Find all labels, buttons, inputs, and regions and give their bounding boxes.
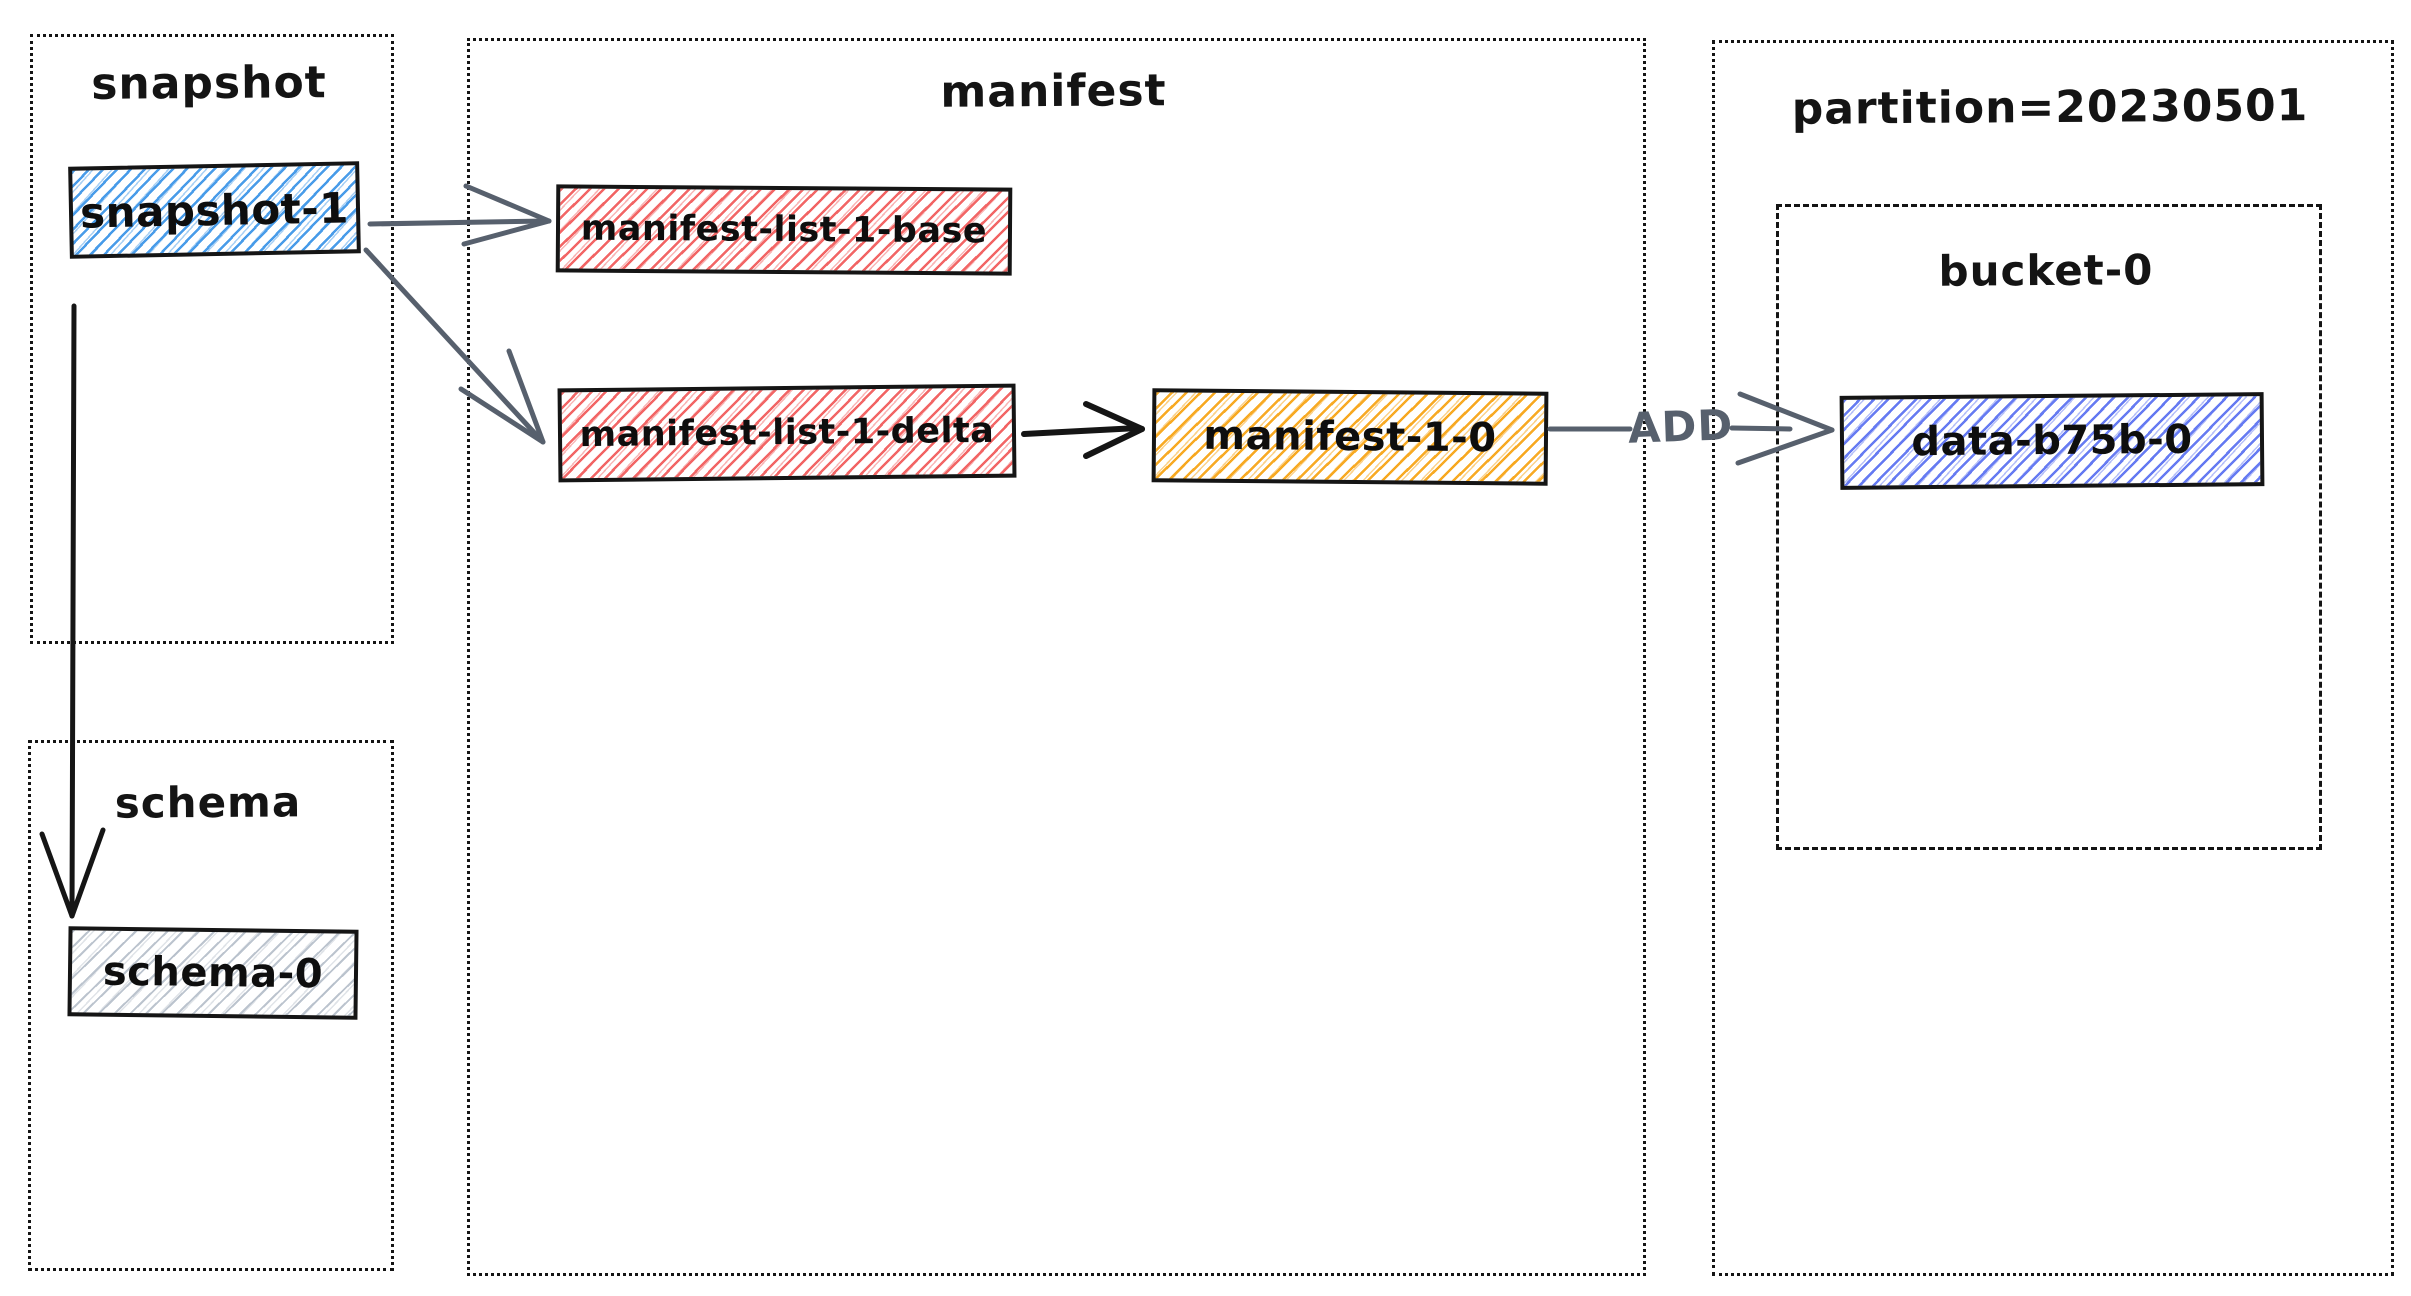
node-schema-0: schema-0 — [67, 926, 359, 1020]
container-snapshot — [30, 34, 394, 644]
container-manifest-label: manifest — [940, 65, 1167, 118]
node-data-b75b-0: data-b75b-0 — [1839, 392, 2265, 490]
node-manifest-list-1-base: manifest-list-1-base — [555, 184, 1013, 276]
container-manifest — [467, 38, 1646, 1276]
container-partition-label: partition=20230501 — [1791, 80, 2309, 135]
edge-label-add: ADD — [1627, 400, 1735, 453]
container-snapshot-label: snapshot — [91, 57, 327, 110]
node-manifest-list-1-delta: manifest-list-1-delta — [557, 383, 1017, 483]
node-manifest-list-1-delta-label: manifest-list-1-delta — [579, 410, 995, 456]
node-snapshot-1-label: snapshot-1 — [79, 182, 350, 238]
node-manifest-1-0-label: manifest-1-0 — [1203, 412, 1497, 462]
container-schema-label: schema — [114, 777, 302, 828]
container-partition — [1712, 40, 2394, 1276]
node-data-b75b-0-label: data-b75b-0 — [1911, 416, 2193, 466]
container-bucket-0-label: bucket-0 — [1938, 245, 2154, 296]
node-snapshot-1: snapshot-1 — [68, 161, 361, 259]
node-manifest-1-0: manifest-1-0 — [1151, 388, 1549, 486]
container-bucket-0 — [1776, 204, 2322, 850]
node-manifest-list-1-base-label: manifest-list-1-base — [580, 208, 988, 252]
container-schema — [28, 740, 394, 1271]
node-schema-0-label: schema-0 — [102, 948, 324, 998]
